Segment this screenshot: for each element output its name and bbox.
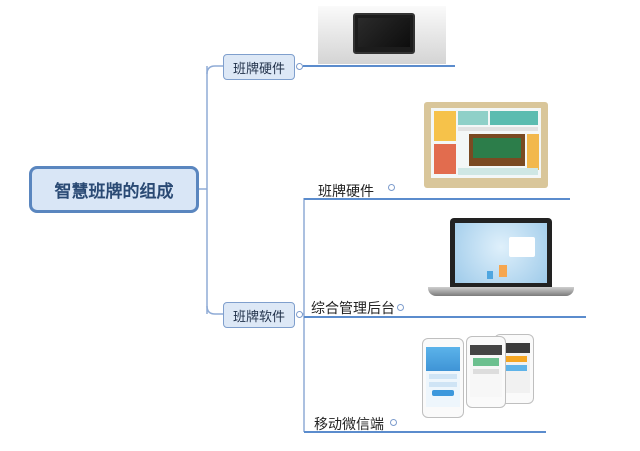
root-label: 智慧班牌的组成 xyxy=(54,182,174,202)
collapse-toggle-sub-1[interactable] xyxy=(388,184,395,191)
phone-front xyxy=(422,338,464,418)
sub-item-board-hardware-label: 班牌硬件 xyxy=(318,184,374,200)
branch-software-label: 班牌软件 xyxy=(232,309,285,325)
sub-item-admin-backend-label: 综合管理后台 xyxy=(311,301,395,317)
sub-item-wechat-mobile[interactable]: 移动微信端 xyxy=(314,414,384,434)
collapse-toggle-sub-3[interactable] xyxy=(390,419,397,426)
branch-software[interactable]: 班牌软件 xyxy=(223,302,295,328)
root-node[interactable]: 智慧班牌的组成 xyxy=(29,166,199,213)
black-tablet-device xyxy=(353,13,415,54)
sub-item-1-underline xyxy=(304,198,570,200)
sub-item-2-underline xyxy=(304,316,586,318)
collapse-toggle-hardware[interactable] xyxy=(296,63,303,70)
sub-item-admin-backend[interactable]: 综合管理后台 xyxy=(311,298,395,318)
branch-hardware-label: 班牌硬件 xyxy=(232,61,285,77)
collapse-toggle-sub-2[interactable] xyxy=(397,304,404,311)
laptop-base xyxy=(428,287,574,296)
sub-item-wechat-mobile-label: 移动微信端 xyxy=(314,417,384,433)
laptop-image xyxy=(450,218,552,287)
class-board-image xyxy=(424,102,548,188)
sub-item-board-hardware[interactable]: 班牌硬件 xyxy=(318,181,374,201)
sub-item-3-underline xyxy=(304,431,546,433)
phone-middle xyxy=(466,336,506,408)
collapse-toggle-software[interactable] xyxy=(296,311,303,318)
hardware-image-underline xyxy=(303,65,455,67)
branch-hardware[interactable]: 班牌硬件 xyxy=(223,54,295,80)
